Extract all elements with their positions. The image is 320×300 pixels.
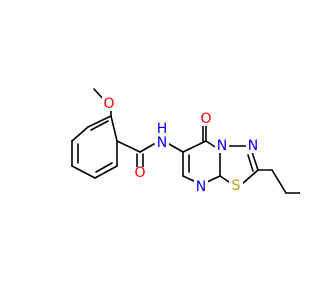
- bond-ring-6: [182, 175, 197, 183]
- bond-ar-2: [71, 126, 89, 142]
- bond-ar-1: [87, 115, 112, 128]
- molecule-structure: O N H O O N N N S: [71, 88, 300, 195]
- bonds: [71, 88, 300, 195]
- bond-carbonyl-n: [139, 143, 155, 153]
- molecule-canvas: O N H O O N N N S: [71, 88, 300, 195]
- bond-ar-7: [110, 115, 118, 142]
- bond-thia-2: [251, 151, 259, 171]
- atom-labels: O N H O O N N N S: [102, 96, 260, 195]
- atom-n-thiadiazole: N: [248, 138, 258, 154]
- bond-ar-5: [94, 165, 118, 179]
- bond-ring-1: [182, 140, 207, 153]
- atom-o-methoxy: O: [103, 96, 114, 112]
- bond-ar-4: [71, 165, 96, 179]
- bond-thia-3: [241, 169, 259, 185]
- bond-n-ring: [168, 143, 184, 153]
- atom-o-amide: O: [134, 165, 145, 181]
- bond-ar-1-inner: [90, 120, 109, 131]
- bond-butyl-2: [271, 169, 287, 194]
- atom-o-ketone: O: [200, 111, 211, 127]
- bond-ar-5-inner: [95, 162, 113, 173]
- bond-thia-2-inner: [247, 154, 254, 172]
- atom-s-thiadiazole: S: [232, 178, 241, 194]
- atom-n-pyrimidine: N: [196, 179, 206, 195]
- atom-n-amide: N: [157, 135, 167, 151]
- atom-h-amide: H: [157, 121, 168, 137]
- atom-n-ring: N: [217, 138, 227, 154]
- bond-ar-carbonyl: [116, 140, 141, 153]
- bond-ring-5: [206, 175, 221, 183]
